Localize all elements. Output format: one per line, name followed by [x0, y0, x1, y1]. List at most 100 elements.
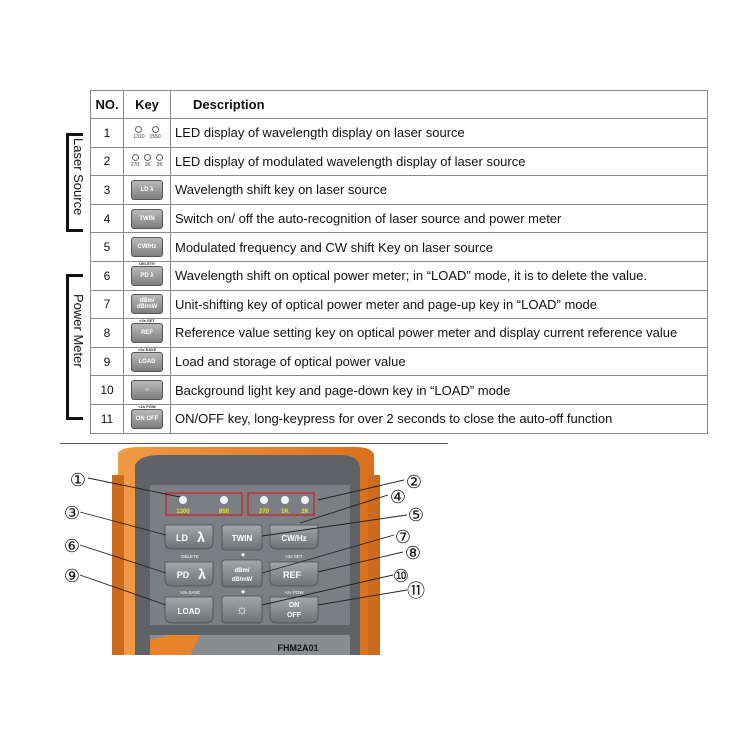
key-dbm-text-2: dB/mW [232, 577, 253, 583]
led-dot-icon [144, 154, 152, 162]
led-1300 [179, 496, 187, 504]
key-twin-text: TWIN [232, 534, 253, 543]
device-label-strip [150, 635, 350, 655]
led-indicator-icon: 270 1K 2K [130, 154, 164, 169]
header-key: Key [123, 90, 171, 119]
led-item: 1310 [133, 125, 145, 140]
row-key: dBm/ dB/mW [123, 289, 171, 320]
led-2k [301, 496, 309, 504]
key-pd-top-text: DELETE [181, 554, 199, 559]
key-button-icon: CW/Hz [131, 237, 163, 258]
key-label: LD λ [140, 186, 154, 193]
row-description: LED display of wavelength display on las… [170, 118, 708, 148]
row-number: 5 [90, 232, 124, 262]
callout-line-1 [87, 477, 181, 498]
row-description: Modulated frequency and CW shift Key on … [170, 232, 708, 262]
key-label: REF [141, 329, 153, 336]
key-ref-top-text: >3s SET [285, 554, 303, 559]
key-pd-text: PD [177, 570, 190, 580]
table-row: 11 >2s POW ON OFF ON/OFF key, long-keypress… [90, 403, 708, 434]
row-number: 10 [90, 375, 124, 405]
key-button-icon: >2s POW ON OFF [131, 404, 163, 429]
row-description: Wavelength shift on optical power meter;… [170, 260, 708, 291]
led-label: 1310 [133, 133, 145, 140]
led-label: 2K [156, 162, 163, 169]
callout-line-10 [261, 574, 394, 606]
key-on-text: ON [289, 602, 300, 609]
power-meter-bracket [66, 274, 83, 420]
row-number: 11 [90, 403, 124, 434]
key-label: PD λ [140, 272, 154, 279]
key-dbm-text-1: dBm/ [235, 568, 250, 574]
row-key: CW/Hz [123, 232, 171, 262]
led-label: 270 [130, 162, 140, 169]
key-cwhz-text: CW/Hz [281, 534, 306, 543]
down-arrow-icon: ◆ [241, 589, 245, 595]
row-description: ON/OFF key, long-keypress for over 2 sec… [170, 403, 708, 434]
key-dbm [221, 559, 263, 588]
key-top-label: >2s POW [138, 403, 156, 409]
led-label-1300: 1300 [176, 509, 190, 515]
table-row: 5 CW/Hz Modulated frequency and CW shift K… [90, 232, 708, 262]
header-description: Description [170, 90, 708, 119]
device-bottom-logo [150, 635, 200, 655]
row-key: 1310 1550 [123, 118, 171, 148]
callout-2: ② [406, 472, 422, 493]
led-label-850: 850 [219, 509, 230, 515]
key-label: ON OFF [135, 415, 159, 422]
row-number: 1 [90, 118, 124, 148]
led-box-right [247, 492, 315, 516]
table-body: 1 1310 1550 LED display of wavelength displ… [90, 118, 708, 434]
key-button-icon: DELETE PD λ [131, 261, 163, 286]
row-key: LD λ [123, 175, 171, 205]
device-diagram: 1300 850 270 1K 2K LD λ TWIN CW/Hz PD λ … [64, 447, 425, 655]
row-number: 8 [90, 318, 124, 348]
up-arrow-icon: ◆ [241, 552, 245, 558]
callout-line-11 [317, 589, 408, 606]
row-description: Unit-shifting key of optical power meter… [170, 289, 708, 320]
led-label-1k: 1K [281, 509, 289, 515]
key-button-icon: dBm/ dB/mW [131, 294, 163, 315]
key-on-top-text: >2s POW [284, 590, 304, 595]
led-label-270: 270 [259, 509, 270, 515]
key-label: ☼ [144, 387, 150, 394]
key-load-top-text: >2s SAVE [180, 590, 200, 595]
led-label: 1550 [149, 133, 161, 140]
callout-line-7 [261, 534, 395, 574]
key-off-text: OFF [287, 612, 302, 619]
callout-line-2 [317, 479, 405, 501]
laser-source-bracket [66, 133, 83, 232]
led-indicator-icon: 1310 1550 [133, 125, 161, 140]
key-top-label: DELETE [139, 260, 155, 266]
row-description: Reference value setting key on optical p… [170, 318, 708, 348]
led-dot-icon [131, 154, 139, 162]
key-twin [221, 524, 263, 551]
row-number: 2 [90, 146, 124, 177]
row-number: 9 [90, 346, 124, 377]
callout-line-4 [299, 494, 389, 524]
key-ld-lambda-icon: λ [197, 529, 205, 545]
row-key: DELETE PD λ [123, 261, 171, 291]
callout-11: ⑪ [407, 581, 425, 602]
callout-5: ⑤ [408, 505, 424, 526]
table-row: 10☼Background light key and page-down ke… [90, 375, 708, 405]
led-item: 1K [144, 154, 152, 169]
key-backlight [221, 595, 263, 624]
row-description: Wavelength shift key on laser source [170, 175, 708, 205]
led-label: 1K [144, 162, 151, 169]
row-number: 6 [90, 260, 124, 291]
led-dot-icon [135, 125, 143, 133]
key-pd [164, 561, 214, 587]
callout-line-8 [317, 551, 404, 573]
key-label: TWIN [139, 215, 155, 222]
key-button-icon: ☼ [131, 380, 163, 401]
callout-10: ⑩ [393, 566, 409, 587]
section-divider [60, 443, 448, 444]
